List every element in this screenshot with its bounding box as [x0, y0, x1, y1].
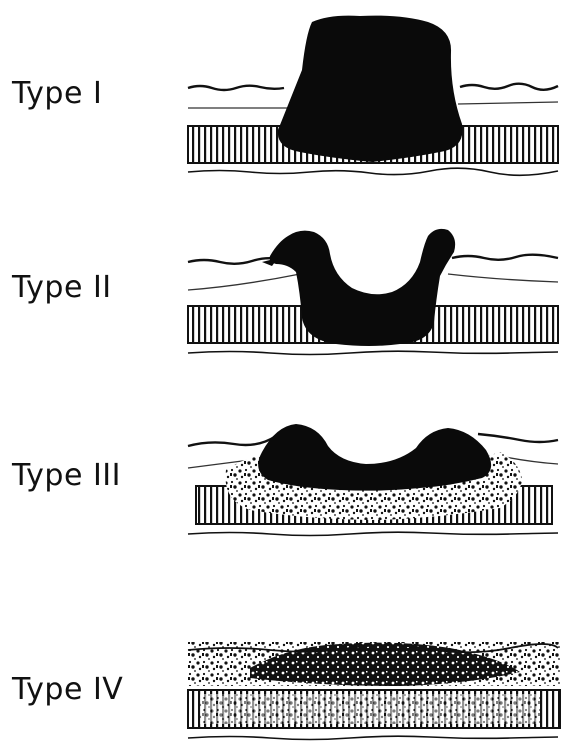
type-i-lesion [278, 16, 463, 162]
type-i-illustration [188, 16, 558, 176]
type-i-surface-line [188, 86, 284, 90]
type-iv-bottom-line [188, 736, 558, 739]
type-iii-illustration [188, 424, 558, 536]
type-iii-surface-line [188, 436, 276, 446]
type-ii-inner-line [188, 274, 300, 290]
type-iv-illustration [188, 642, 560, 740]
type-iii-bottom-line [188, 532, 558, 535]
type-iii-lesion [258, 424, 491, 491]
type-i-bottom-line [188, 168, 558, 175]
type-ii-bottom-line [188, 351, 558, 354]
type-ii-illustration [188, 229, 558, 355]
